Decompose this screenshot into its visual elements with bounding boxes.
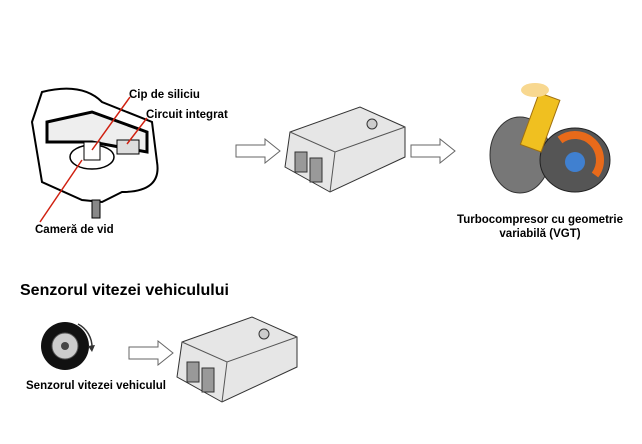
label-silicon-chip: Cip de siliciu bbox=[129, 89, 200, 101]
wheel-icon bbox=[41, 322, 95, 370]
turbo-caption: Turbocompresor cu geometrie variabilă (V… bbox=[455, 213, 625, 241]
turbo-caption-line1: Turbocompresor cu geometrie bbox=[457, 214, 623, 226]
section-title: Senzorul vitezei vehiculului bbox=[20, 282, 229, 299]
ecu-illustration bbox=[176, 316, 298, 403]
wheel-caption: Senzorul vitezei vehiculul bbox=[26, 380, 166, 392]
ecu-illustration bbox=[284, 106, 406, 193]
turbo-caption-line2: variabilă (VGT) bbox=[499, 228, 581, 240]
label-integrated-circuit: Circuit integrat bbox=[146, 109, 228, 121]
arrow-right-icon bbox=[128, 340, 174, 366]
turbocharger-illustration bbox=[489, 83, 611, 194]
arrow-right-icon bbox=[235, 138, 281, 164]
label-vacuum-chamber: Cameră de vid bbox=[35, 224, 114, 236]
arrow-right-icon bbox=[410, 138, 456, 164]
pressure-sensor-illustration bbox=[30, 87, 159, 223]
